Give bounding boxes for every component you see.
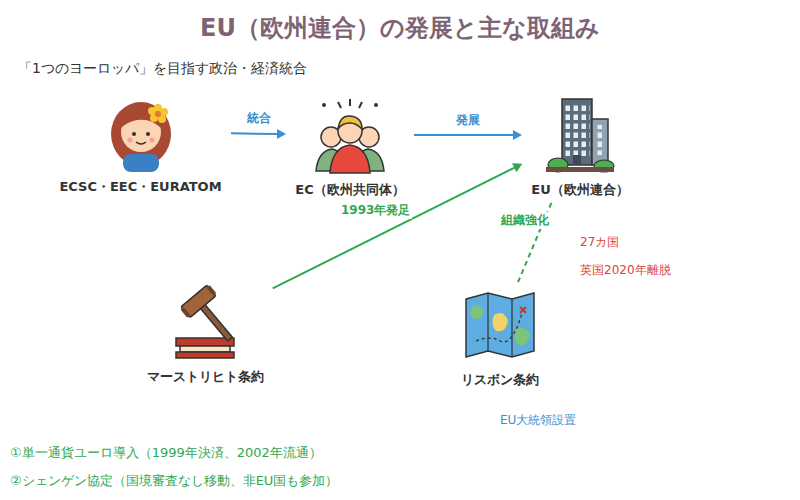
icon-node: ECSC・EEC・EURATOM [53, 92, 228, 196]
edge-label: 組織強化 [499, 212, 551, 229]
people-group-icon [310, 95, 390, 175]
girl-icon [101, 92, 181, 172]
node-label: リスボン条約 [455, 371, 545, 389]
note-label: ②シェンゲン協定（国境審査なし移動、非EU国も参加） [10, 472, 338, 490]
note-label: 27カ国 [580, 234, 619, 251]
icon-node: EU（欧州連合） [525, 95, 635, 199]
building-icon [540, 95, 620, 175]
connector-arrow [414, 130, 522, 140]
node-label: マーストリヒト条約 [141, 368, 270, 386]
map-icon [460, 285, 540, 365]
edge-label: 1993年発足 [339, 202, 412, 219]
connector-arrow [231, 129, 286, 139]
edge-label: 発展 [454, 112, 482, 129]
node-label: ECSC・EEC・EURATOM [53, 178, 228, 196]
edge-label: 統合 [245, 110, 273, 127]
icon-node: EC（欧州共同体） [289, 95, 411, 199]
icon-node: マーストリヒト条約 [141, 282, 270, 386]
icon-node: リスボン条約 [455, 285, 545, 389]
node-label: EC（欧州共同体） [289, 181, 411, 199]
gavel-icon [166, 282, 246, 362]
note-label: EU大統領設置 [500, 412, 576, 429]
note-label: 英国2020年離脱 [580, 262, 671, 279]
diagram-title: EU（欧州連合）の発展と主な取組み [0, 12, 800, 44]
connector-arrow [273, 163, 523, 288]
note-label: ①単一通貨ユーロ導入（1999年決済、2002年流通） [10, 444, 322, 462]
node-label: EU（欧州連合） [525, 181, 635, 199]
note-label: 「1つのヨーロッパ」を目指す政治・経済統合 [18, 60, 307, 78]
